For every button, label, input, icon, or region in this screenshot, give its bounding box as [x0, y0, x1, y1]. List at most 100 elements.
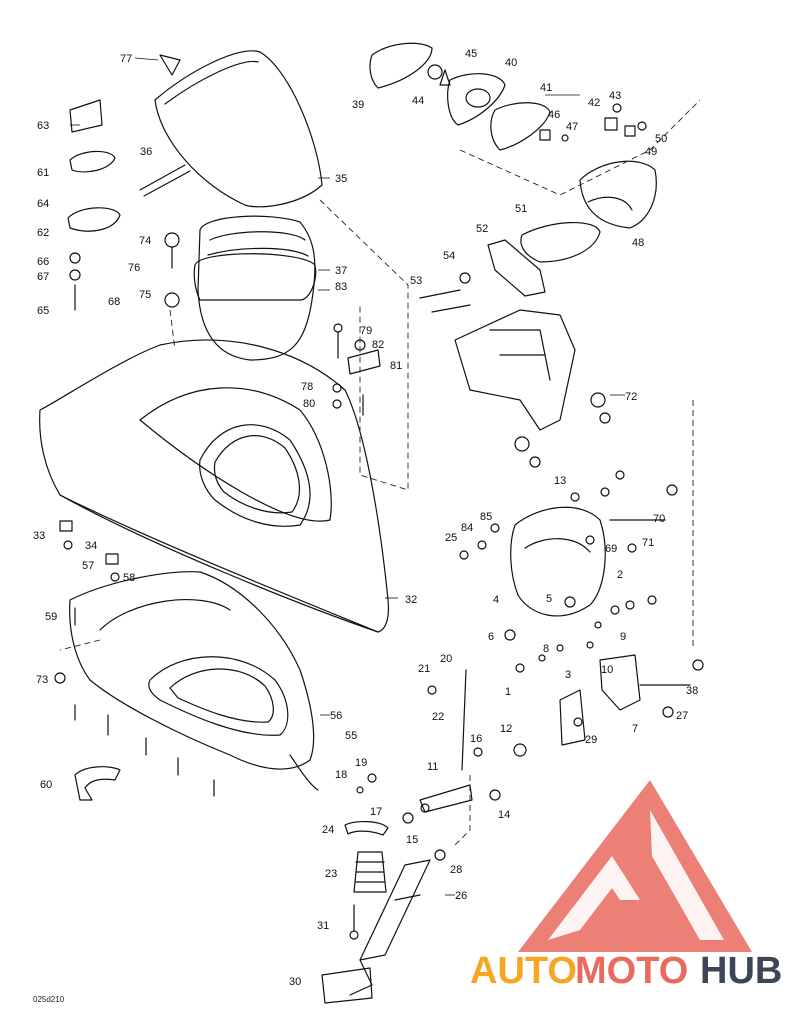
part-label: 62 [37, 227, 49, 239]
leader-lines [70, 57, 625, 896]
part-label: 77 [120, 53, 132, 65]
part-label: 56 [330, 710, 342, 722]
part-label: 38 [686, 685, 698, 697]
visor-part [369, 42, 433, 89]
part-label: 84 [461, 522, 473, 534]
part-label: 36 [140, 146, 152, 158]
part-label: 53 [410, 275, 422, 287]
part-label: 57 [82, 560, 94, 572]
part-label: 28 [450, 864, 462, 876]
part-label: 19 [355, 757, 367, 769]
part-label: 2 [617, 569, 623, 581]
upper-deck-part [39, 339, 390, 633]
part-label: 82 [372, 339, 384, 351]
part-label: 58 [123, 572, 135, 584]
part-label: 37 [335, 265, 347, 277]
part-label: 78 [301, 381, 313, 393]
part-label: 42 [588, 97, 600, 109]
part-label: 44 [412, 95, 424, 107]
part-label: 68 [108, 296, 120, 308]
part-label: 1 [505, 686, 511, 698]
part-label: 45 [465, 48, 477, 60]
part-label: 16 [470, 733, 482, 745]
part-label: 65 [37, 305, 49, 317]
part-label: 73 [36, 674, 48, 686]
part-label: 3 [565, 669, 571, 681]
part-label: 15 [406, 834, 418, 846]
part-label: 69 [605, 543, 617, 555]
diagram-reference-code: 025d210 [33, 995, 65, 1004]
storage-bin-part [193, 215, 317, 361]
part-label: 67 [37, 271, 49, 283]
steering-mechanism-part [510, 506, 641, 746]
shock-absorber-part [349, 859, 431, 996]
part-label: 43 [609, 90, 621, 102]
part-label: 22 [432, 711, 444, 723]
cable-part [74, 766, 121, 801]
part-label: 32 [405, 594, 417, 606]
part-label: 35 [335, 173, 347, 185]
part-label: 14 [498, 809, 510, 821]
part-label: 70 [653, 513, 665, 525]
part-label: 20 [440, 653, 452, 665]
part-label: 23 [325, 868, 337, 880]
part-label: 63 [37, 120, 49, 132]
part-label: 51 [515, 203, 527, 215]
part-label: 55 [345, 730, 357, 742]
part-label: 50 [655, 133, 667, 145]
part-label: 52 [476, 223, 488, 235]
part-label: 6 [488, 631, 494, 643]
part-label: 66 [37, 256, 49, 268]
part-label: 41 [540, 82, 552, 94]
part-label: 25 [445, 532, 457, 544]
part-label: 60 [40, 779, 52, 791]
logo-text-hub: HUB [700, 950, 782, 992]
bellows-part [353, 851, 387, 893]
part-label: 46 [548, 109, 560, 121]
part-label: 75 [139, 289, 151, 301]
part-label: 71 [642, 537, 654, 549]
bracket-part [487, 239, 546, 297]
part-label: 5 [546, 593, 552, 605]
part-label: 13 [554, 475, 566, 487]
part-label: 17 [370, 806, 382, 818]
windshield-part [154, 50, 323, 208]
part-label: 9 [620, 631, 626, 643]
part-label: 18 [335, 769, 347, 781]
part-label: 8 [543, 643, 549, 655]
part-label: 83 [335, 281, 347, 293]
part-label: 72 [625, 391, 637, 403]
part-label: 27 [676, 710, 688, 722]
part-label: 64 [37, 198, 49, 210]
base-plate-part [321, 967, 373, 1004]
part-label: 49 [645, 146, 657, 158]
part-label: 85 [480, 511, 492, 523]
part-label: 39 [352, 99, 364, 111]
part-label: 80 [303, 398, 315, 410]
part-label: 59 [45, 611, 57, 623]
part-label: 54 [443, 250, 455, 262]
part-label: 48 [632, 237, 644, 249]
guide-lines [59, 99, 701, 846]
logo-text-auto: AUTO [470, 950, 577, 992]
part-labels: 1 2 3 4 5 6 7 8 9 10 11 12 13 14 15 16 1… [33, 48, 698, 988]
part-label: 29 [585, 734, 597, 746]
part-label: 26 [455, 890, 467, 902]
part-label: 40 [505, 57, 517, 69]
part-label: 33 [33, 530, 45, 542]
part-label: 61 [37, 167, 49, 179]
steering-support-part [454, 309, 576, 431]
cover-part [520, 222, 601, 263]
rear-cone-part [579, 160, 657, 229]
logo-text-moto: MOTO [575, 950, 688, 992]
part-label: 24 [322, 824, 334, 836]
part-label: 11 [427, 761, 438, 773]
part-label: 76 [128, 262, 140, 274]
part-label: 30 [289, 976, 301, 988]
part-label: 7 [632, 723, 638, 735]
part-label: 10 [601, 664, 613, 676]
part-label: 31 [317, 920, 329, 932]
part-label: 47 [566, 121, 578, 133]
